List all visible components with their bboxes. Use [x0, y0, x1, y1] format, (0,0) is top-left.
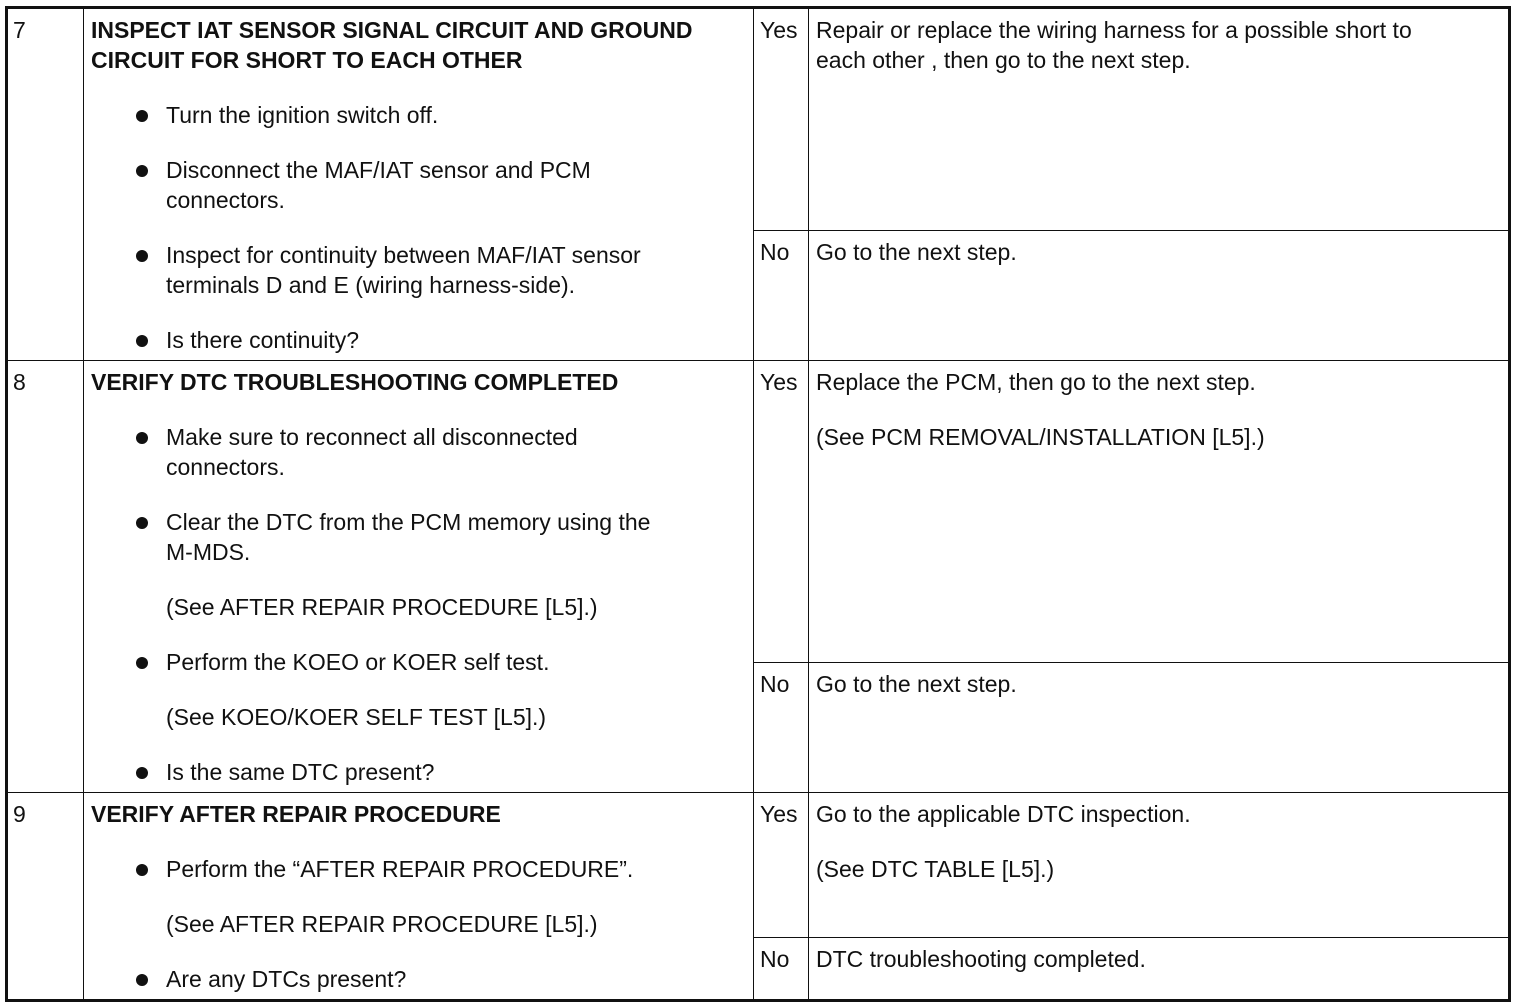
action-text: Repair or replace the wiring harness for…: [816, 17, 1412, 43]
no-action: DTC troubleshooting completed.: [809, 938, 1508, 999]
result-cell: Yes Repair or replace the wiring harness…: [754, 9, 1508, 361]
no-label: No: [754, 938, 809, 999]
inspection-item-text: Are any DTCs present?: [166, 966, 407, 992]
bullet-icon: [136, 767, 148, 779]
troubleshooting-table: 7 INSPECT IAT SENSOR SIGNAL CIRCUIT AND …: [5, 6, 1511, 1002]
no-result: No DTC troubleshooting completed.: [754, 938, 1508, 999]
reference-note: (See KOEO/KOER SELF TEST [L5].): [166, 704, 547, 730]
inspection-title: VERIFY DTC TROUBLESHOOTING COMPLETED: [91, 367, 747, 397]
inspection-cell: VERIFY AFTER REPAIR PROCEDURE Perform th…: [84, 793, 754, 999]
inspection-title-line: INSPECT IAT SENSOR SIGNAL CIRCUIT AND GR…: [91, 17, 693, 43]
yes-result: Yes Repair or replace the wiring harness…: [754, 9, 1508, 231]
action-text: DTC troubleshooting completed.: [816, 946, 1146, 972]
bullet-icon: [136, 110, 148, 122]
inspection-item-text: M-MDS.: [166, 539, 251, 565]
inspection-title: VERIFY AFTER REPAIR PROCEDURE: [91, 799, 747, 829]
no-result: No Go to the next step.: [754, 231, 1508, 361]
reference-note: (See AFTER REPAIR PROCEDURE [L5].): [166, 911, 598, 937]
inspection-item: Make sure to reconnect all disconnected …: [91, 422, 747, 482]
action-text: Replace the PCM, then go to the next ste…: [816, 369, 1256, 395]
yes-result: Yes Go to the applicable DTC inspection.…: [754, 793, 1508, 938]
step-number-cell: 8: [8, 361, 84, 792]
inspection-item-text: connectors.: [166, 187, 285, 213]
inspection-item-text: terminals D and E (wiring harness-side).: [166, 272, 576, 298]
no-label: No: [754, 663, 809, 793]
result-cell: Yes Go to the applicable DTC inspection.…: [754, 793, 1508, 999]
bullet-icon: [136, 250, 148, 262]
inspection-item: Clear the DTC from the PCM memory using …: [91, 507, 747, 567]
yes-action: Replace the PCM, then go to the next ste…: [809, 361, 1508, 662]
bullet-icon: [136, 432, 148, 444]
inspection-item: Are any DTCs present?: [91, 964, 747, 994]
table-row-step-8: 8 VERIFY DTC TROUBLESHOOTING COMPLETED M…: [8, 361, 1508, 793]
inspection-item-text: Is there continuity?: [166, 327, 360, 353]
inspection-item-text: Make sure to reconnect all disconnected: [166, 424, 578, 450]
yes-label: Yes: [754, 9, 809, 230]
yes-action: Repair or replace the wiring harness for…: [809, 9, 1508, 230]
bullet-icon: [136, 657, 148, 669]
bullet-icon: [136, 335, 148, 347]
action-text: each other , then go to the next step.: [816, 47, 1191, 73]
action-reference: (See PCM REMOVAL/INSTALLATION [L5].): [816, 424, 1265, 450]
action-text: Go to the next step.: [816, 239, 1017, 265]
bullet-icon: [136, 864, 148, 876]
inspection-title-line: VERIFY DTC TROUBLESHOOTING COMPLETED: [91, 369, 619, 395]
inspection-item-text: Clear the DTC from the PCM memory using …: [166, 509, 651, 535]
inspection-item: Perform the “AFTER REPAIR PROCEDURE”.: [91, 854, 747, 884]
no-action: Go to the next step.: [809, 663, 1508, 793]
inspection-item-text: Turn the ignition switch off.: [166, 102, 439, 128]
bullet-icon: [136, 165, 148, 177]
inspection-item-text: Inspect for continuity between MAF/IAT s…: [166, 242, 641, 268]
inspection-item: Is there continuity?: [91, 325, 747, 355]
inspection-item: Perform the KOEO or KOER self test.: [91, 647, 747, 677]
inspection-item: Turn the ignition switch off.: [91, 100, 747, 130]
reference-note: (See AFTER REPAIR PROCEDURE [L5].): [166, 594, 598, 620]
inspection-item-text: Perform the “AFTER REPAIR PROCEDURE”.: [166, 856, 634, 882]
action-text: Go to the next step.: [816, 671, 1017, 697]
action-reference: (See DTC TABLE [L5].): [816, 856, 1055, 882]
yes-action: Go to the applicable DTC inspection. (Se…: [809, 793, 1508, 937]
no-result: No Go to the next step.: [754, 663, 1508, 793]
inspection-title-line: CIRCUIT FOR SHORT TO EACH OTHER: [91, 47, 523, 73]
result-cell: Yes Replace the PCM, then go to the next…: [754, 361, 1508, 793]
bullet-icon: [136, 517, 148, 529]
action-text: Go to the applicable DTC inspection.: [816, 801, 1191, 827]
step-number-cell: 9: [8, 793, 84, 999]
inspection-cell: VERIFY DTC TROUBLESHOOTING COMPLETED Mak…: [84, 361, 754, 792]
inspection-item-text: connectors.: [166, 454, 285, 480]
yes-label: Yes: [754, 361, 809, 662]
step-number: 7: [13, 17, 26, 43]
inspection-cell: INSPECT IAT SENSOR SIGNAL CIRCUIT AND GR…: [84, 9, 754, 360]
step-number-cell: 7: [8, 9, 84, 360]
step-number: 9: [13, 801, 26, 827]
yes-result: Yes Replace the PCM, then go to the next…: [754, 361, 1508, 663]
yes-label: Yes: [754, 793, 809, 937]
table-row-step-7: 7 INSPECT IAT SENSOR SIGNAL CIRCUIT AND …: [8, 9, 1508, 361]
inspection-title-line: VERIFY AFTER REPAIR PROCEDURE: [91, 801, 501, 827]
inspection-item: Is the same DTC present?: [91, 757, 747, 787]
inspection-title: INSPECT IAT SENSOR SIGNAL CIRCUIT AND GR…: [91, 15, 747, 75]
inspection-item-text: Is the same DTC present?: [166, 759, 435, 785]
inspection-item: Disconnect the MAF/IAT sensor and PCM co…: [91, 155, 747, 215]
no-action: Go to the next step.: [809, 231, 1508, 361]
inspection-item-text: Disconnect the MAF/IAT sensor and PCM: [166, 157, 591, 183]
inspection-item: Inspect for continuity between MAF/IAT s…: [91, 240, 747, 300]
no-label: No: [754, 231, 809, 361]
inspection-item-text: Perform the KOEO or KOER self test.: [166, 649, 550, 675]
bullet-icon: [136, 974, 148, 986]
table-row-step-9: 9 VERIFY AFTER REPAIR PROCEDURE Perform …: [8, 793, 1508, 999]
step-number: 8: [13, 369, 26, 395]
